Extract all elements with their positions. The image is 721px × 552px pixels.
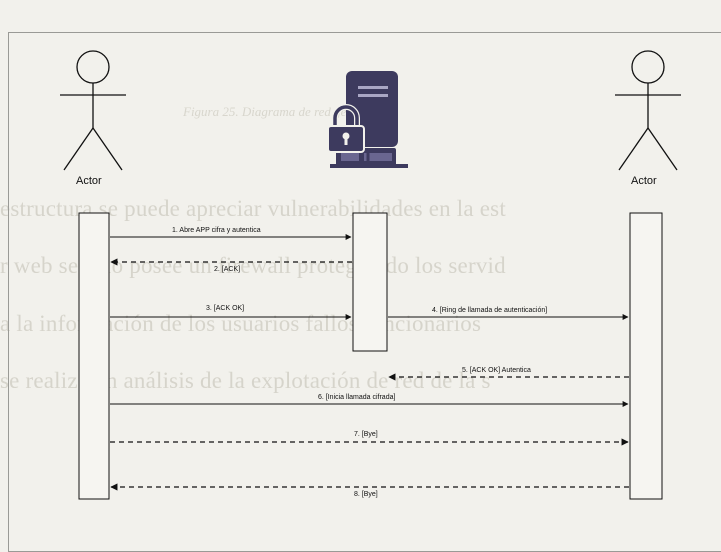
message-2-label: 2. [ACK]: [214, 266, 240, 273]
message-1-label: 1. Abre APP cifra y autentica: [172, 227, 261, 234]
right-actor-figure: [615, 51, 681, 170]
left-actor-label: Actor: [76, 176, 102, 187]
server-lock-icon: [328, 71, 408, 166]
message-3-label: 3. [ACK OK]: [206, 305, 244, 312]
left-actor-figure: [60, 51, 126, 170]
message-8-label: 8. [Bye]: [354, 491, 378, 498]
message-4-label: 4. [Ring de llamada de autenticación]: [432, 307, 547, 314]
sequence-diagram: [0, 0, 721, 537]
right-activation-box: [630, 213, 662, 499]
message-7-label: 7. [Bye]: [354, 431, 378, 438]
message-5-label: 5. [ACK OK] Autentica: [462, 367, 531, 374]
message-6-label: 6. [Inicia llamada cifrada]: [318, 394, 395, 401]
server-activation-box: [353, 213, 387, 351]
right-actor-label: Actor: [631, 176, 657, 187]
left-activation-box: [79, 213, 109, 499]
